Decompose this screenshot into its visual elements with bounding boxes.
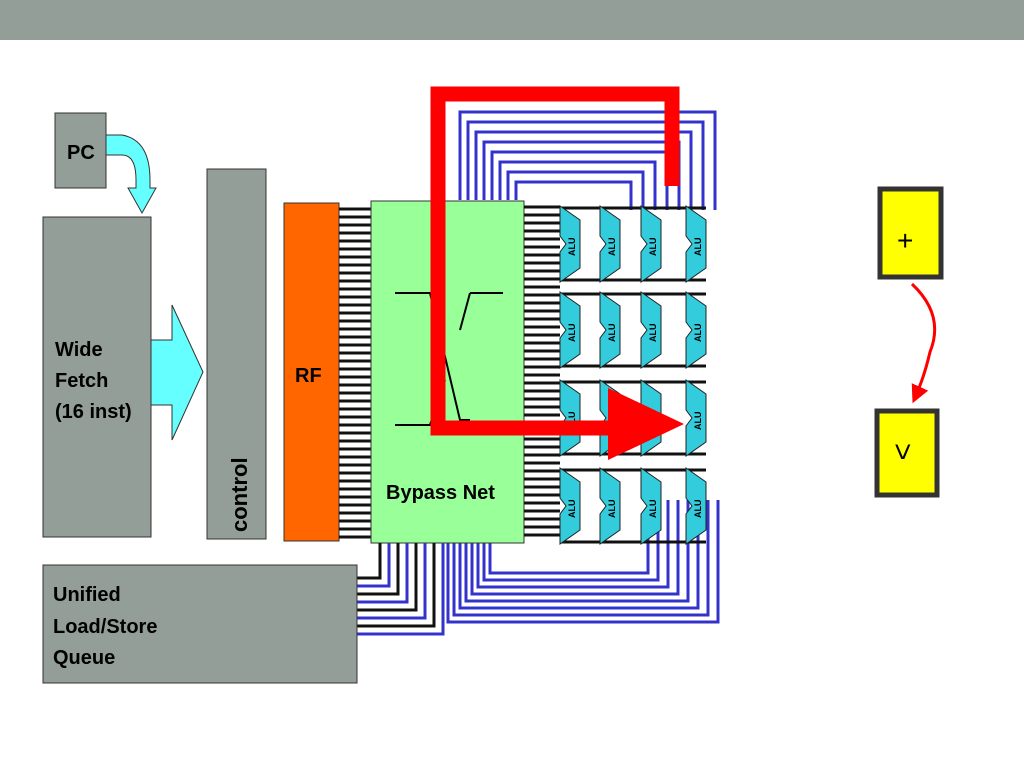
- alu-unit: [559, 379, 581, 457]
- control-block: [206, 168, 267, 540]
- alu-unit: [599, 291, 621, 369]
- register-file-label: RF: [295, 365, 322, 387]
- alu-label: ALU: [607, 324, 617, 343]
- wide-fetch-block: [42, 216, 152, 538]
- alu-unit: [559, 467, 581, 545]
- lsq-wire: [357, 543, 436, 628]
- alu-unit: [599, 467, 621, 545]
- compare-box: [874, 408, 940, 498]
- compare-symbol: >: [886, 443, 919, 461]
- alu-label: ALU: [607, 238, 617, 257]
- bypass-wire-top: [458, 110, 717, 210]
- critical-path-arrowhead: [608, 388, 684, 460]
- adder-symbol: +: [897, 225, 913, 256]
- fetch-to-control-arrow: [150, 304, 204, 441]
- alu-unit: [685, 467, 707, 545]
- bypass-wire-top: [514, 180, 633, 210]
- alu-label: ALU: [648, 238, 658, 257]
- lsq-line-3: Queue: [53, 647, 115, 669]
- control-label: control: [227, 457, 252, 532]
- alu-unit: [685, 379, 707, 457]
- bypass-net-label: Bypass Net: [386, 482, 495, 504]
- bypass-wire-top: [474, 130, 693, 210]
- alu-label: ALU: [607, 500, 617, 519]
- wide-fetch-line-1: Wide: [55, 339, 103, 361]
- pc-to-fetch-arrow: [105, 134, 157, 215]
- alu-label: ALU: [567, 500, 577, 519]
- lsq-wire: [357, 543, 391, 588]
- load-store-queue-block: [42, 564, 358, 684]
- lsq-wire: [357, 543, 400, 596]
- alu-unit: [640, 205, 662, 283]
- title-bar: [0, 0, 1024, 40]
- alu-label: ALU: [693, 500, 703, 519]
- bypass-wire-bottom: [464, 500, 690, 603]
- bypass-wire-top: [498, 160, 657, 210]
- critical-path-loop: [430, 86, 680, 436]
- lsq-wire: [357, 543, 427, 620]
- alu-unit: [685, 205, 707, 283]
- bypass-wires: [446, 110, 720, 624]
- lsq-wire: [357, 543, 445, 636]
- rf-to-bypass-wires: [339, 207, 371, 539]
- alu-unit: [685, 291, 707, 369]
- bypass-wire-bottom: [458, 500, 700, 610]
- bypass-wire-bottom: [452, 500, 710, 617]
- register-file-block: [283, 202, 340, 542]
- bypass-wire-bottom: [470, 500, 680, 596]
- wide-fetch-line-2: Fetch: [55, 370, 108, 392]
- alu-label: ALU: [567, 324, 577, 343]
- alu-label: ALU: [648, 324, 658, 343]
- alu-unit: [640, 291, 662, 369]
- adder-to-compare-arrow: [910, 282, 937, 404]
- lsq-wire: [357, 543, 409, 604]
- alu-label: ALU: [693, 412, 703, 431]
- lsq-line-2: Load/Store: [53, 616, 157, 638]
- bypass-wire-bottom: [482, 500, 660, 582]
- alu-label: ALU: [567, 238, 577, 257]
- bypass-wire-top: [506, 170, 645, 210]
- wide-fetch-line-3: (16 inst): [55, 401, 132, 423]
- lsq-wires: [357, 543, 445, 636]
- alu-label: ALU: [648, 500, 658, 519]
- pc-block: [54, 112, 107, 189]
- alu-unit: [559, 291, 581, 369]
- alu-label: ALU: [693, 238, 703, 257]
- bypass-wire-top: [466, 120, 705, 210]
- alu-label: ALU: [693, 324, 703, 343]
- lsq-wire: [357, 543, 382, 580]
- bypass-to-alu-wires: [524, 205, 560, 537]
- lsq-line-1: Unified: [53, 584, 121, 606]
- pc-label: PC: [67, 142, 95, 164]
- alu-unit: [559, 205, 581, 283]
- alu-unit: [640, 467, 662, 545]
- alu-unit: [599, 205, 621, 283]
- lsq-wire: [357, 543, 418, 612]
- adder-box: [877, 186, 944, 280]
- bypass-net-block: [370, 200, 525, 544]
- bypass-wire-bottom: [446, 500, 720, 624]
